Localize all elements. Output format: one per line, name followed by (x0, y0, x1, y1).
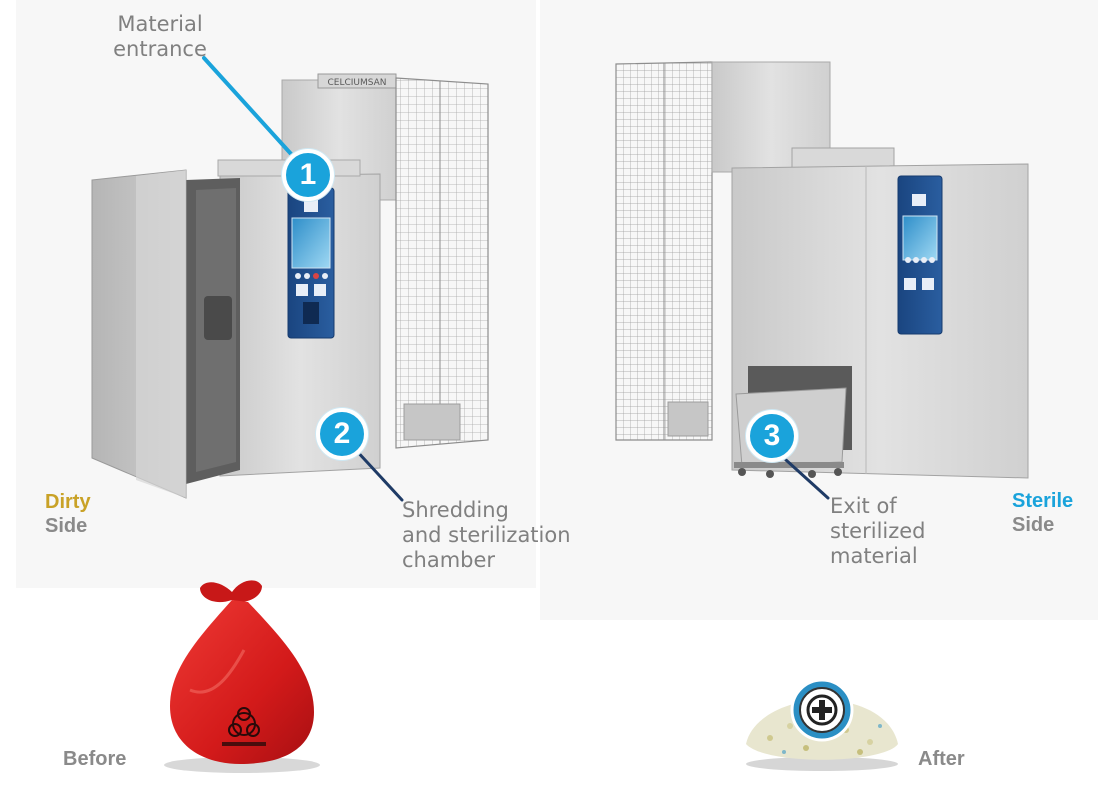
left-machine: CELCIUMSAN (91, 73, 489, 499)
after-label: After (918, 748, 965, 770)
callout-3-leader (784, 458, 830, 500)
callout-1-line2: entrance (113, 37, 207, 61)
right-machine (615, 61, 1029, 479)
before-label: Before (63, 748, 127, 770)
left-panel-screen (291, 217, 331, 269)
callout-2-badge: 2 (316, 408, 368, 460)
callout-2-label: Shredding and sterilization chamber (402, 498, 571, 573)
callout-1-line1: Material (117, 12, 203, 36)
right-control-panel (897, 175, 943, 335)
callout-2-leader (352, 446, 404, 502)
callout-3-badge: 3 (746, 410, 798, 462)
callout-3-line3: material (830, 544, 918, 568)
dirty-side-word: Side (45, 515, 88, 537)
callout-2-line1: Shredding (402, 498, 509, 522)
dirty-word: Dirty (45, 491, 91, 513)
biohazard-bag-icon (164, 580, 320, 773)
callout-3-label: Exit of sterilized material (830, 494, 926, 569)
callout-1-leader (202, 56, 294, 157)
callout-3-line1: Exit of (830, 494, 897, 518)
callout-2-line2: and sterilization (402, 523, 571, 547)
sterile-side-label: Sterile Side (1012, 489, 1073, 537)
sterile-word: Sterile (1012, 490, 1074, 512)
callout-2-line3: chamber (402, 548, 496, 572)
dirty-side-label: Dirty Side (45, 490, 91, 538)
brand-plate-text: CELCIUMSAN (327, 78, 386, 88)
right-wire-cage (615, 61, 713, 441)
left-control-panel (287, 187, 335, 339)
sterile-side-word: Side (1012, 514, 1055, 536)
callout-3-line2: sterilized (830, 519, 926, 543)
callout-1-label: Material entrance (104, 12, 216, 62)
right-panel-screen (902, 215, 938, 261)
sterilized-seal-icon (790, 678, 854, 742)
callout-1-badge: 1 (282, 149, 334, 201)
left-wire-cage (395, 77, 489, 449)
